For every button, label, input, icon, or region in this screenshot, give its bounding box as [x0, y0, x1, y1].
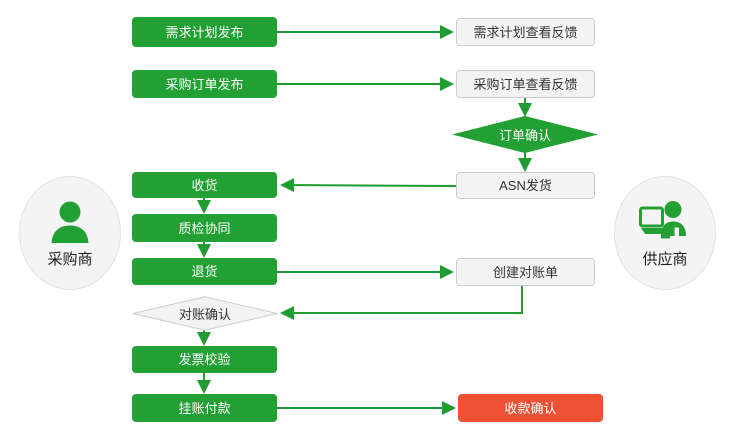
node-demand-plan-publish[interactable]: 需求计划发布 [132, 17, 277, 47]
node-return-goods[interactable]: 退货 [132, 258, 277, 285]
actor-supplier-label: 供应商 [642, 250, 688, 268]
person-icon [44, 198, 96, 244]
node-demand-plan-view-feedback[interactable]: 需求计划查看反馈 [456, 18, 595, 46]
node-accounts-payable-payment[interactable]: 挂账付款 [132, 394, 277, 422]
actor-buyer: 采购商 [19, 176, 121, 290]
actor-supplier: 供应商 [614, 176, 716, 290]
node-reconciliation-confirm[interactable]: 对账确认 [132, 296, 278, 331]
edge-n10-n11 [280, 286, 523, 320]
node-order-confirm[interactable]: 订单确认 [452, 116, 598, 153]
person-with-computer-icon [639, 198, 691, 244]
node-purchase-order-view-feedback[interactable]: 采购订单查看反馈 [456, 70, 595, 98]
node-invoice-verification[interactable]: 发票校验 [132, 346, 277, 373]
node-asn-shipment[interactable]: ASN发货 [456, 172, 595, 199]
node-quality-inspection-collaboration[interactable]: 质检协同 [132, 214, 277, 242]
node-purchase-order-publish[interactable]: 采购订单发布 [132, 70, 277, 98]
actor-buyer-label: 采购商 [47, 250, 93, 268]
node-payment-receipt-confirm[interactable]: 收款确认 [458, 394, 603, 422]
node-goods-receipt[interactable]: 收货 [132, 172, 277, 198]
node-create-reconciliation-statement[interactable]: 创建对账单 [456, 258, 595, 286]
edge-n6-n7 [280, 178, 457, 193]
